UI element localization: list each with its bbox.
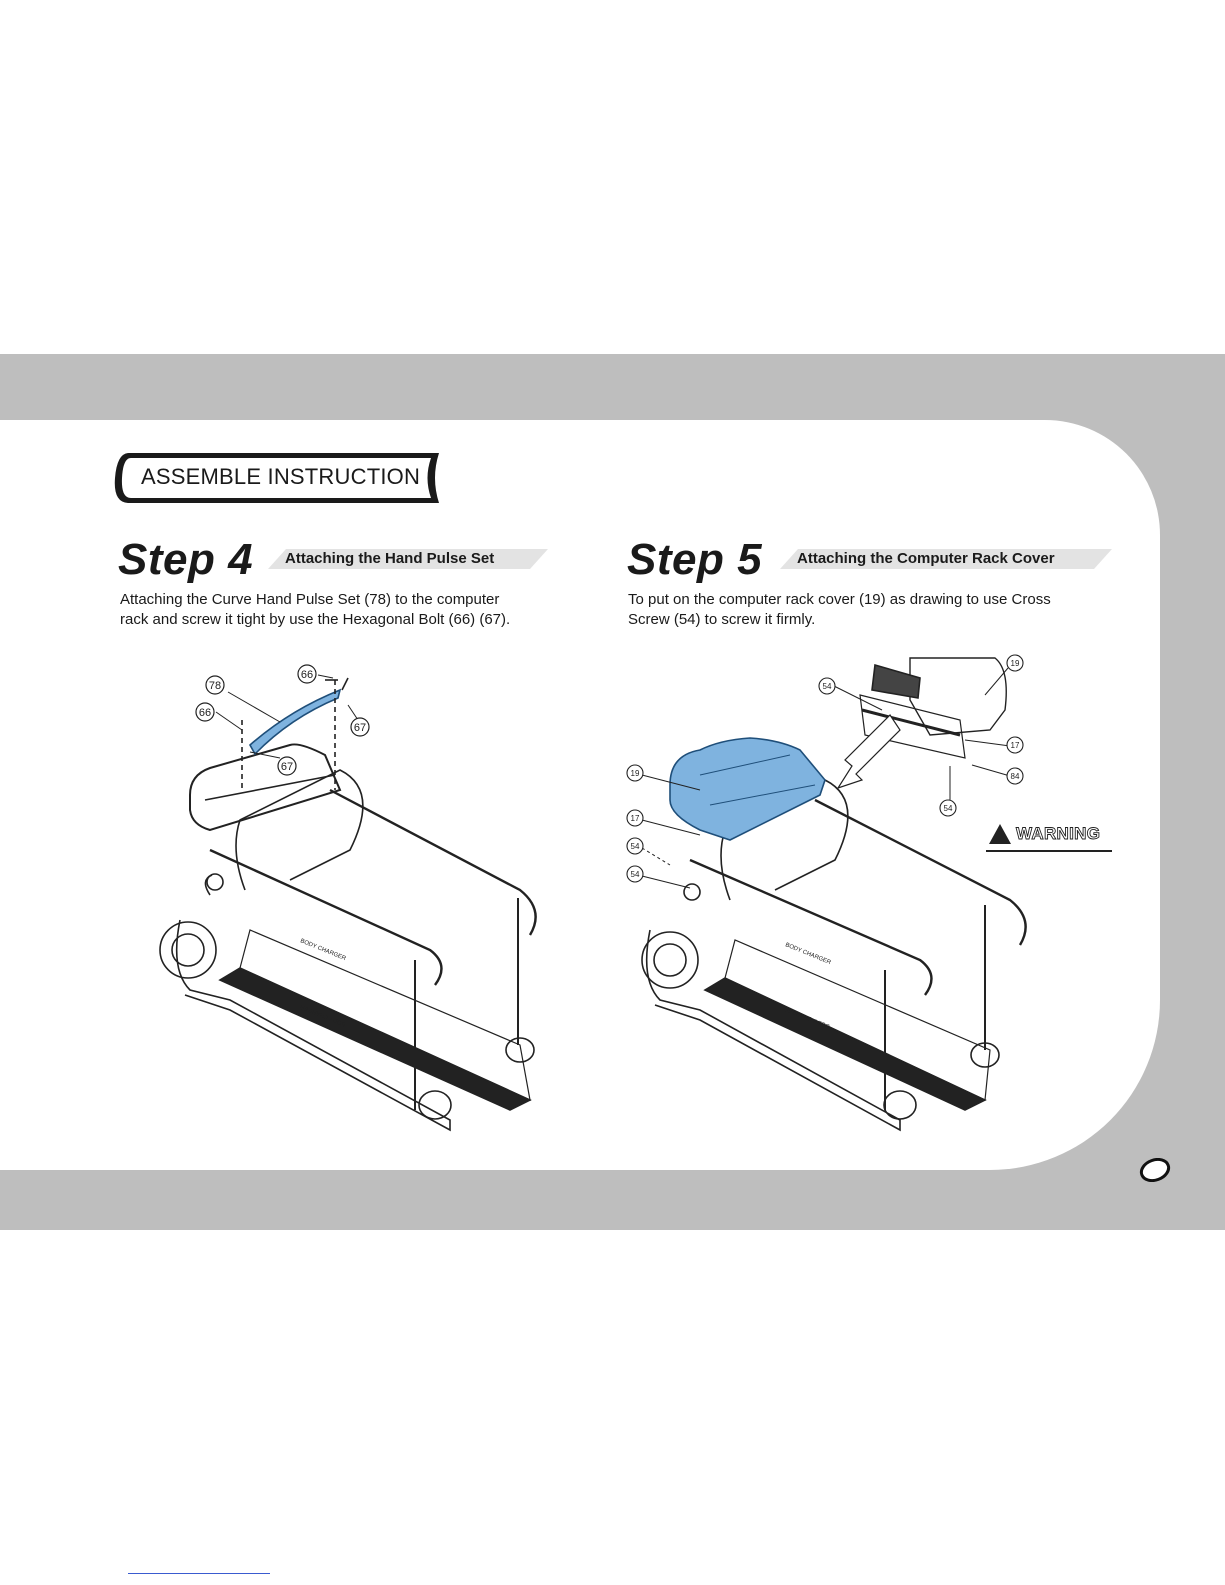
step5-callout-17a: 17 (1011, 741, 1020, 750)
step5-callout-19b: 19 (631, 769, 640, 778)
step4-callout-66a: 66 (301, 669, 313, 681)
step5-callout-54d: 54 (631, 870, 640, 879)
step5-callout-17b: 17 (631, 814, 640, 823)
step5-desc-line2: Screw (54) to screw it firmly. (628, 611, 816, 628)
step4-callout-66b: 66 (199, 707, 211, 719)
step5-treadmill-diagram: 54 19 17 84 54 19 17 54 54 BODY CHARGER … (626, 654, 1027, 1132)
step5-description: To put on the computer rack cover (19) a… (628, 590, 1051, 630)
step4-brand-label-front: BODY CHARGER (299, 938, 347, 962)
step5-callout-54b: 54 (944, 804, 953, 813)
step4-callout-78: 78 (209, 680, 221, 692)
content-panel (0, 420, 1160, 1170)
warning-triangle-icon (989, 824, 1011, 844)
step4-treadmill-diagram: 78 66 66 67 67 BODY CHARGER BODY CHARGER (159, 664, 537, 1132)
warning-text: WARNING (1016, 824, 1101, 844)
step5-callout-19a: 19 (1011, 659, 1020, 668)
step4-description: Attaching the Curve Hand Pulse Set (78) … (120, 590, 510, 630)
step4-desc-line1: Attaching the Curve Hand Pulse Set (78) … (120, 591, 500, 608)
step5-callout-84: 84 (1011, 772, 1020, 781)
step5-title: Step 5 (627, 535, 763, 584)
step5-brand-label-front: BODY CHARGER (784, 942, 832, 966)
section-title: ASSEMBLE INSTRUCTION (141, 464, 421, 489)
step5-callout-54a: 54 (823, 682, 832, 691)
section-header: ASSEMBLE INSTRUCTION (113, 449, 448, 507)
step4-callout-67a: 67 (354, 722, 366, 734)
footer-link-underline (128, 1573, 270, 1574)
step4-title: Step 4 (118, 535, 254, 584)
page-ellipse-icon (1139, 1158, 1171, 1182)
step5-callout-54c: 54 (631, 842, 640, 851)
step4-desc-line2: rack and screw it tight by use the Hexag… (120, 611, 511, 628)
step5-desc-line1: To put on the computer rack cover (19) a… (628, 591, 1051, 608)
step4-callout-67b: 67 (281, 761, 293, 773)
warning-label: WARNING (986, 822, 1112, 852)
step4-subtitle: Attaching the Hand Pulse Set (268, 549, 548, 569)
step5-subtitle: Attaching the Computer Rack Cover (780, 549, 1112, 569)
